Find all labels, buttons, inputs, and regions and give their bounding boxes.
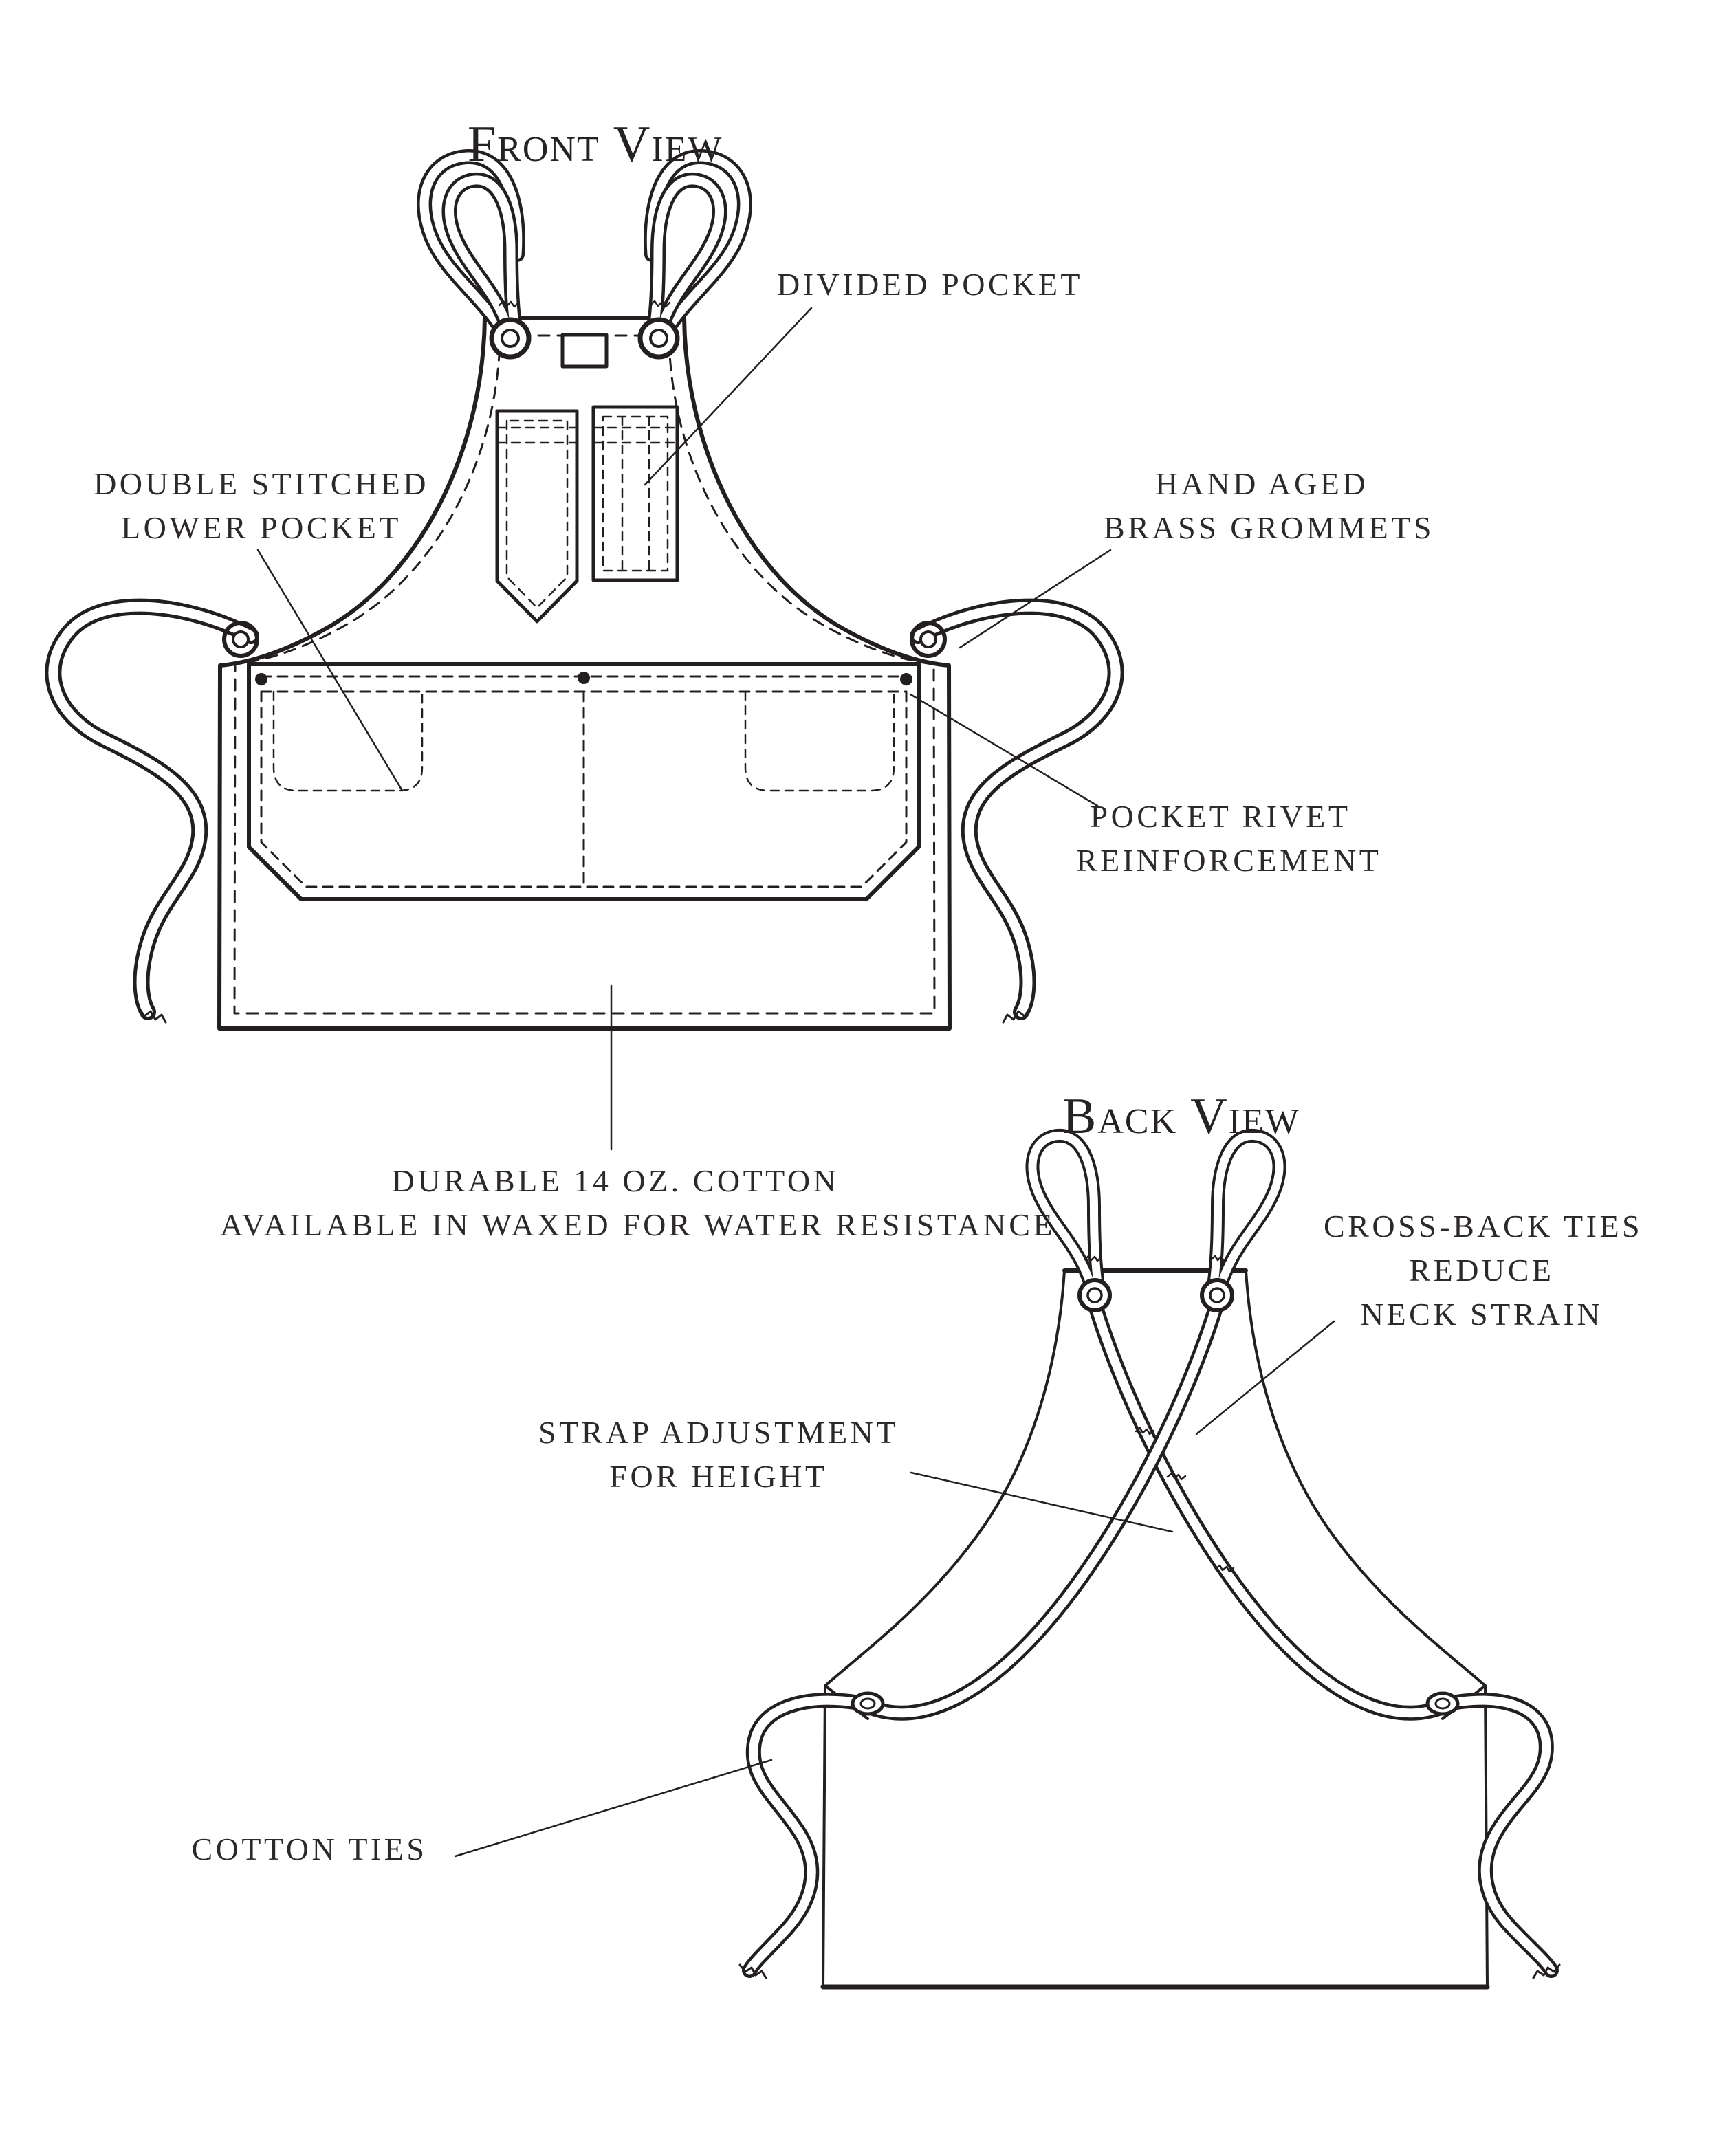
label-durable-cotton: DURABLE 14 OZ. COTTON AVAILABLE IN WAXED… <box>220 1163 1055 1242</box>
label-cross-back-ties: CROSS-BACK TIES REDUCE NECK STRAIN <box>1324 1209 1643 1332</box>
leader-pocket-rivet <box>909 693 1099 807</box>
tie-frayed-end <box>1002 1006 1031 1024</box>
front-waist-grommets <box>222 621 947 658</box>
back-neck-straps <box>1025 1128 1286 1306</box>
lower-pocket-right-pouch-dashed <box>744 690 895 792</box>
label-cotton-ties: COTTON TIES <box>191 1832 428 1867</box>
back-view-drawing <box>454 1128 1561 1990</box>
leader-double-stitched <box>256 549 404 792</box>
back-bib-right-edge <box>1245 1269 1487 1687</box>
leader-hand-aged <box>959 549 1112 649</box>
front-neck-straps <box>417 149 752 351</box>
label-pocket-rivet-reinforcement: POCKET RIVET REINFORCEMENT <box>1076 799 1382 878</box>
back-bib-left-edge <box>824 1269 1066 1687</box>
back-skirt-outline <box>822 1684 1489 1988</box>
leader-cotton-ties <box>454 1759 773 1858</box>
front-waist-ties <box>45 598 1124 1024</box>
front-view-title: Front View <box>468 116 723 173</box>
label-divided-pocket: DIVIDED POCKET <box>777 267 1084 302</box>
strap-stitch-mark <box>1210 1255 1229 1262</box>
lower-pocket-outline <box>247 662 921 901</box>
tie-frayed-end <box>738 1964 767 1979</box>
front-apron-body-outline <box>217 316 952 1031</box>
strap-stitch-mark <box>498 300 520 308</box>
label-double-stitched-lower-pocket: DOUBLE STITCHED LOWER POCKET <box>94 466 429 545</box>
leader-strap-adjustment <box>910 1471 1174 1533</box>
strap-stitch-mark <box>1084 1255 1102 1262</box>
strap-stitch-mark <box>649 300 671 308</box>
label-strap-adjustment: STRAP ADJUSTMENT FOR HEIGHT <box>538 1415 899 1494</box>
tie-frayed-end <box>1532 1964 1561 1979</box>
divided-pocket-stitch-dashed <box>592 415 679 572</box>
back-view-title: Back View <box>1062 1088 1300 1145</box>
front-label-patch <box>560 333 609 368</box>
strap-adjuster-mark <box>1166 1472 1187 1481</box>
pen-pocket <box>495 409 579 624</box>
front-leader-lines <box>256 307 1112 1151</box>
pen-pocket-hem-dashed <box>496 426 578 444</box>
strap-adjuster-mark <box>1135 1427 1155 1436</box>
front-view-drawing <box>45 149 1124 1151</box>
tie-frayed-end <box>138 1006 167 1024</box>
lower-pocket-left-pouch-dashed <box>272 690 424 792</box>
front-bib-grommets <box>489 317 680 360</box>
back-waist-ties <box>738 1693 1561 1979</box>
leader-divided-pocket <box>644 307 813 486</box>
pocket-rivet-right <box>900 673 912 685</box>
pocket-rivet-center <box>578 672 590 684</box>
pen-pocket-stitch-dashed <box>505 419 569 609</box>
label-hand-aged-brass-grommets: HAND AGED BRASS GROMMETS <box>1104 466 1434 545</box>
back-cross-straps <box>864 1296 1448 1721</box>
leader-cross-back <box>1195 1320 1335 1436</box>
back-grommets <box>851 1278 1460 1716</box>
front-edge-stitch-dashed <box>233 334 936 1015</box>
pocket-rivet-left <box>255 673 267 685</box>
strap-adjuster-mark <box>1214 1564 1235 1573</box>
divided-pocket <box>591 405 679 582</box>
back-leader-lines <box>454 1320 1335 1858</box>
